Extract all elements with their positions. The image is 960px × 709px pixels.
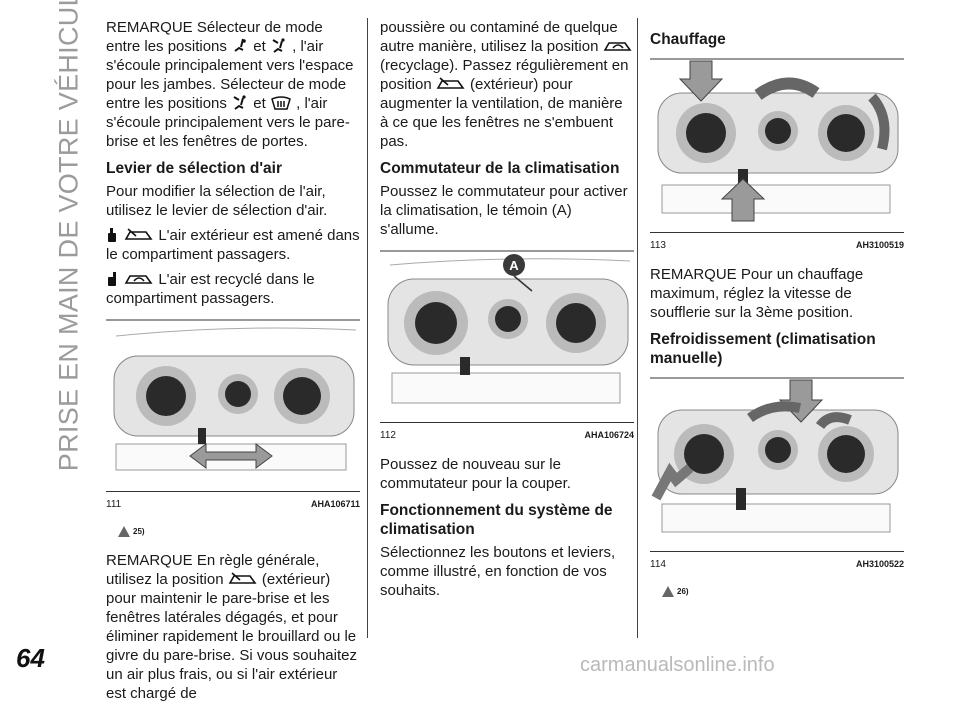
feet-windshield-vent-icon <box>233 95 246 110</box>
paragraph: L'air est recyclé dans le compartiment p… <box>106 271 315 307</box>
column-divider <box>367 18 368 638</box>
heading-heating: Chauffage <box>650 31 726 48</box>
paragraph: REMARQUE Pour un chauffage maximum, régl… <box>650 266 864 321</box>
page-number: 64 <box>16 643 45 673</box>
windshield-defrost-icon <box>271 96 291 110</box>
column-divider <box>637 18 638 638</box>
heading-ac-operation: Fonctionnement du système de climatisati… <box>380 502 613 538</box>
section-side-title: PRISE EN MAIN DE VOTRE VÉHICULE <box>53 0 84 472</box>
paragraph: L'air extérieur est amené dans le compar… <box>106 227 360 263</box>
feet-vent-icon <box>234 38 246 52</box>
watermark: carmanualsonline.info <box>580 654 775 676</box>
fresh-air-icon <box>124 228 153 240</box>
hvac-panel-illustration <box>106 319 360 471</box>
paragraph: poussière ou contaminé de quelque autre … <box>380 18 634 151</box>
column-2: poussière ou contaminé de quelque autre … <box>380 18 634 606</box>
heading-cooling: Refroidissement (climatisation manuelle) <box>650 331 876 367</box>
feet-windshield-vent-icon <box>272 38 285 53</box>
paragraph: Poussez de nouveau sur le commutateur po… <box>380 456 571 492</box>
column-1: REMARQUE Sélecteur de mode entre les pos… <box>106 18 360 709</box>
fresh-air-icon <box>436 77 465 89</box>
paragraph: Pour modifier la sélection de l'air, uti… <box>106 183 328 219</box>
warning-reference: 25) <box>118 522 360 541</box>
hvac-heating-illustration <box>650 58 904 222</box>
heading-ac-switch: Commutateur de la climatisation <box>380 160 620 177</box>
hvac-cooling-illustration <box>650 377 904 533</box>
fresh-air-icon <box>228 572 257 584</box>
paragraph: REMARQUE En règle générale, utilisez la … <box>106 552 357 702</box>
hvac-panel-illustration: A <box>380 250 634 404</box>
warning-icon <box>118 526 130 537</box>
paragraph: Sélectionnez les boutons et leviers, com… <box>380 544 616 599</box>
lever-icon <box>108 272 116 286</box>
recirculation-icon <box>124 275 153 284</box>
recirculation-icon <box>603 42 632 51</box>
paragraph: Poussez le commutateur pour activer la c… <box>380 183 628 238</box>
warning-reference: 26) <box>662 582 904 601</box>
paragraph: REMARQUE Sélecteur de mode entre les pos… <box>106 19 354 150</box>
callout-label: A <box>509 258 519 273</box>
heading-air-selector: Levier de sélection d'air <box>106 160 282 177</box>
lever-icon <box>108 228 116 242</box>
warning-icon <box>662 586 674 597</box>
